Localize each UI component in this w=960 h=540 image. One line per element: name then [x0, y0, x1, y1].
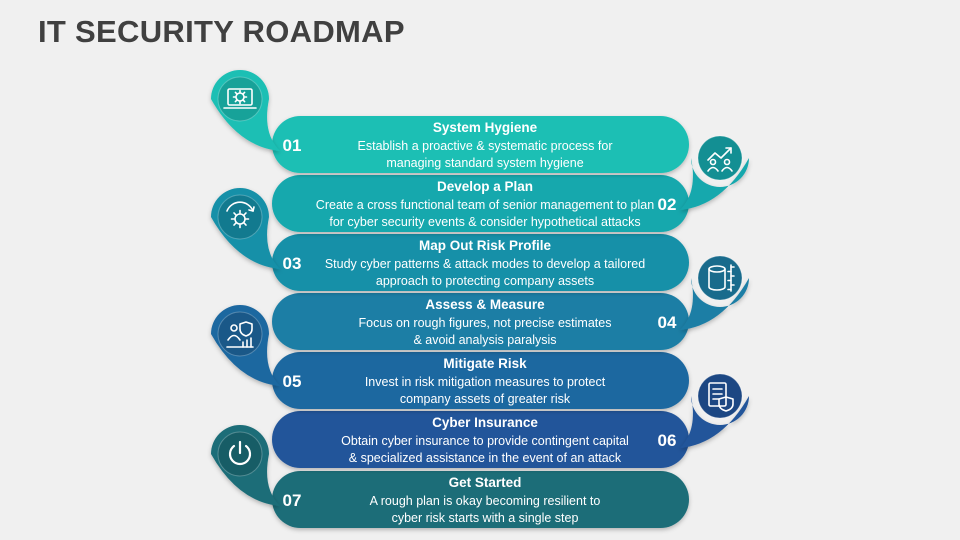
step-icon-pin-04: [680, 255, 749, 330]
pin-inner-circle: [217, 194, 263, 240]
step-title: Assess & Measure: [425, 297, 545, 312]
gear-arrows-icon: [226, 201, 255, 229]
step-icon-pin-02: [680, 135, 749, 210]
step-title: Cyber Insurance: [432, 415, 538, 430]
step-description-line: managing standard system hygiene: [386, 156, 583, 170]
pin-inner-circle: [217, 311, 263, 357]
pin-shape: [680, 278, 749, 330]
step-description-line: Establish a proactive & systematic proce…: [358, 139, 613, 153]
step-description-line: A rough plan is okay becoming resilient …: [370, 494, 601, 508]
power-icon: [228, 440, 252, 466]
step-band-01: [272, 116, 689, 173]
step-description-line: & specialized assistance in the event of…: [349, 451, 622, 465]
step-description-line: Invest in risk mitigation measures to pr…: [365, 375, 606, 389]
pin-inner-circle: [217, 76, 263, 122]
step-description-line: cyber risk starts with a single step: [392, 511, 579, 525]
step-icon-pin-05: [211, 304, 280, 386]
step-band-04: [272, 293, 689, 350]
step-icon-pin-07: [211, 424, 280, 506]
pin-shape: [680, 158, 749, 210]
step-title: System Hygiene: [433, 120, 538, 135]
step-band-shape: [272, 234, 689, 291]
step-description-line: company assets of greater risk: [400, 392, 571, 406]
step-band-shape: [272, 116, 689, 173]
person-shield-chart-icon: [226, 321, 254, 348]
step-band-shape: [272, 293, 689, 350]
step-band-02: [272, 175, 689, 232]
step-description-line: approach to protecting company assets: [376, 274, 594, 288]
step-title: Develop a Plan: [437, 179, 533, 194]
step-number: 03: [283, 254, 302, 273]
step-description-line: Focus on rough figures, not precise esti…: [359, 316, 612, 330]
step-title: Get Started: [449, 475, 522, 490]
step-band-06: [272, 411, 689, 468]
step-band-03: [272, 234, 689, 291]
step-number: 04: [658, 313, 677, 332]
step-description-line: Study cyber patterns & attack modes to d…: [325, 257, 645, 271]
step-band-05: [272, 352, 689, 409]
step-number: 05: [283, 372, 302, 391]
step-number: 06: [658, 431, 677, 450]
step-band-shape: [272, 352, 689, 409]
step-band-shape: [272, 471, 689, 528]
step-number: 01: [283, 136, 302, 155]
step-title: Map Out Risk Profile: [419, 238, 552, 253]
step-icon-pin-03: [211, 187, 280, 269]
step-band-07: [272, 471, 689, 528]
step-description-line: Obtain cyber insurance to provide contin…: [341, 434, 629, 448]
monitor-gear-icon: [223, 88, 257, 109]
pin-inner-circle: [697, 255, 743, 301]
page-title: IT SECURITY ROADMAP: [38, 14, 405, 49]
team-growth-icon: [707, 147, 733, 172]
step-description-line: for cyber security events & consider hyp…: [329, 215, 640, 229]
step-icon-pin-06: [680, 373, 749, 448]
step-band-shape: [272, 175, 689, 232]
pin-shape: [680, 396, 749, 448]
document-shield-icon: [708, 382, 734, 412]
step-band-shape: [272, 411, 689, 468]
step-icon-pin-01: [211, 69, 280, 151]
step-number: 02: [658, 195, 677, 214]
step-description-line: Create a cross functional team of senior…: [316, 198, 654, 212]
pin-inner-circle: [697, 373, 743, 419]
step-number: 07: [283, 491, 302, 510]
step-description-line: & avoid analysis paralysis: [413, 333, 556, 347]
step-title: Mitigate Risk: [443, 356, 527, 371]
step-text-07: Get Started A rough plan is okay becoming…: [283, 475, 601, 525]
measure-cylinder-icon: [708, 264, 735, 292]
